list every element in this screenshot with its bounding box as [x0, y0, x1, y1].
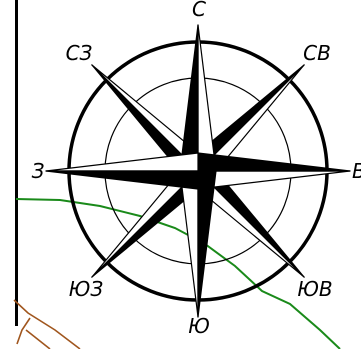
direction-label-ne: СВ: [303, 41, 331, 65]
direction-label-n: С: [192, 0, 206, 21]
direction-label-nw: СЗ: [66, 41, 93, 65]
direction-label-w: З: [32, 159, 45, 183]
direction-label-se: ЮВ: [297, 277, 332, 301]
direction-label-e: В: [352, 159, 361, 183]
direction-label-s: Ю: [188, 314, 210, 338]
direction-label-sw: ЮЗ: [69, 277, 104, 301]
